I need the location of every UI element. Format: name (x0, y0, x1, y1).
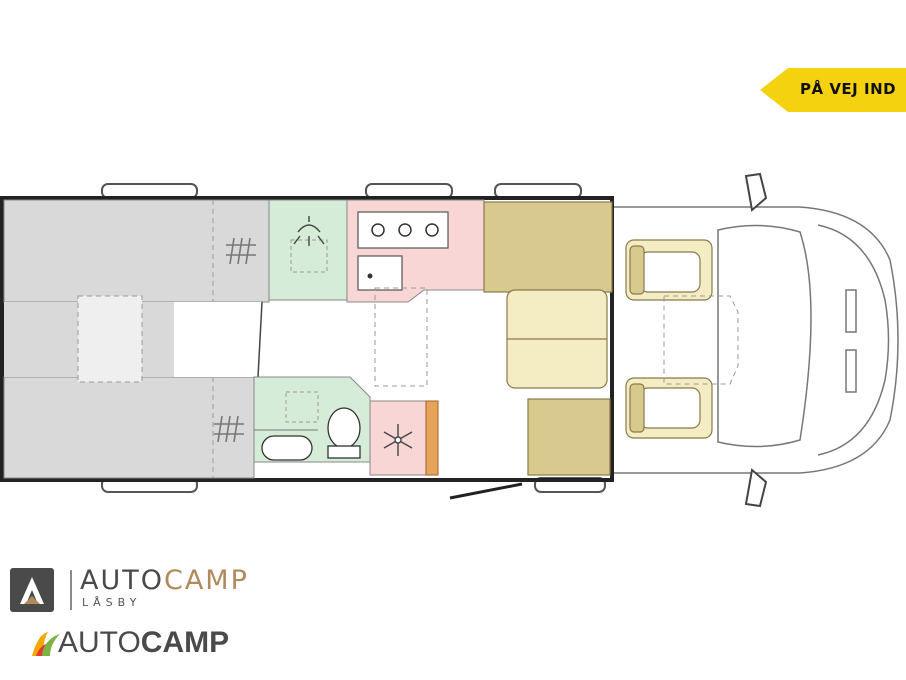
dealer-logo-icon (10, 568, 54, 612)
bed-left-lower (3, 376, 255, 479)
brand-logo-name-part2: CAMP (140, 626, 230, 659)
cab-table-outline (663, 295, 739, 385)
brand-logo-name: AUTOCAMP (58, 624, 229, 662)
dealer-logo-name: AUTOCAMP (80, 564, 249, 598)
dealer-logo-name-part1: AUTO (80, 565, 164, 596)
entry-door (449, 482, 523, 500)
bed-left-upper (3, 199, 270, 303)
cab-outline (612, 206, 899, 474)
dealer-logo-divider (70, 570, 72, 610)
dealer-logo-name-part2: CAMP (163, 565, 249, 596)
mirror-icon (744, 172, 768, 508)
brand-logo: AUTOCAMP (30, 624, 280, 664)
brand-logo-name-part1: AUTO (58, 626, 141, 659)
dealer-logo-location: LÅSBY (82, 596, 142, 609)
fridge (369, 400, 439, 476)
shower-head-icon (293, 216, 325, 246)
cab-seats (625, 239, 713, 439)
sink-icon (367, 273, 373, 279)
rear-aisle (4, 295, 263, 383)
washbasin-icon (261, 435, 313, 461)
brand-logo-icon (32, 632, 60, 656)
status-tag-shape (760, 68, 906, 112)
kitchen (346, 199, 485, 387)
body-outline (0, 196, 614, 482)
status-tag: PÅ VEJ IND (800, 80, 897, 98)
dinette (483, 201, 613, 476)
dealer-logo: AUTOCAMP LÅSBY (10, 564, 300, 616)
shower (268, 199, 348, 301)
snowflake-icon (383, 424, 413, 456)
toilet-icon (327, 407, 361, 459)
bed-grid-icon (214, 237, 256, 443)
hob-icon (371, 223, 439, 237)
